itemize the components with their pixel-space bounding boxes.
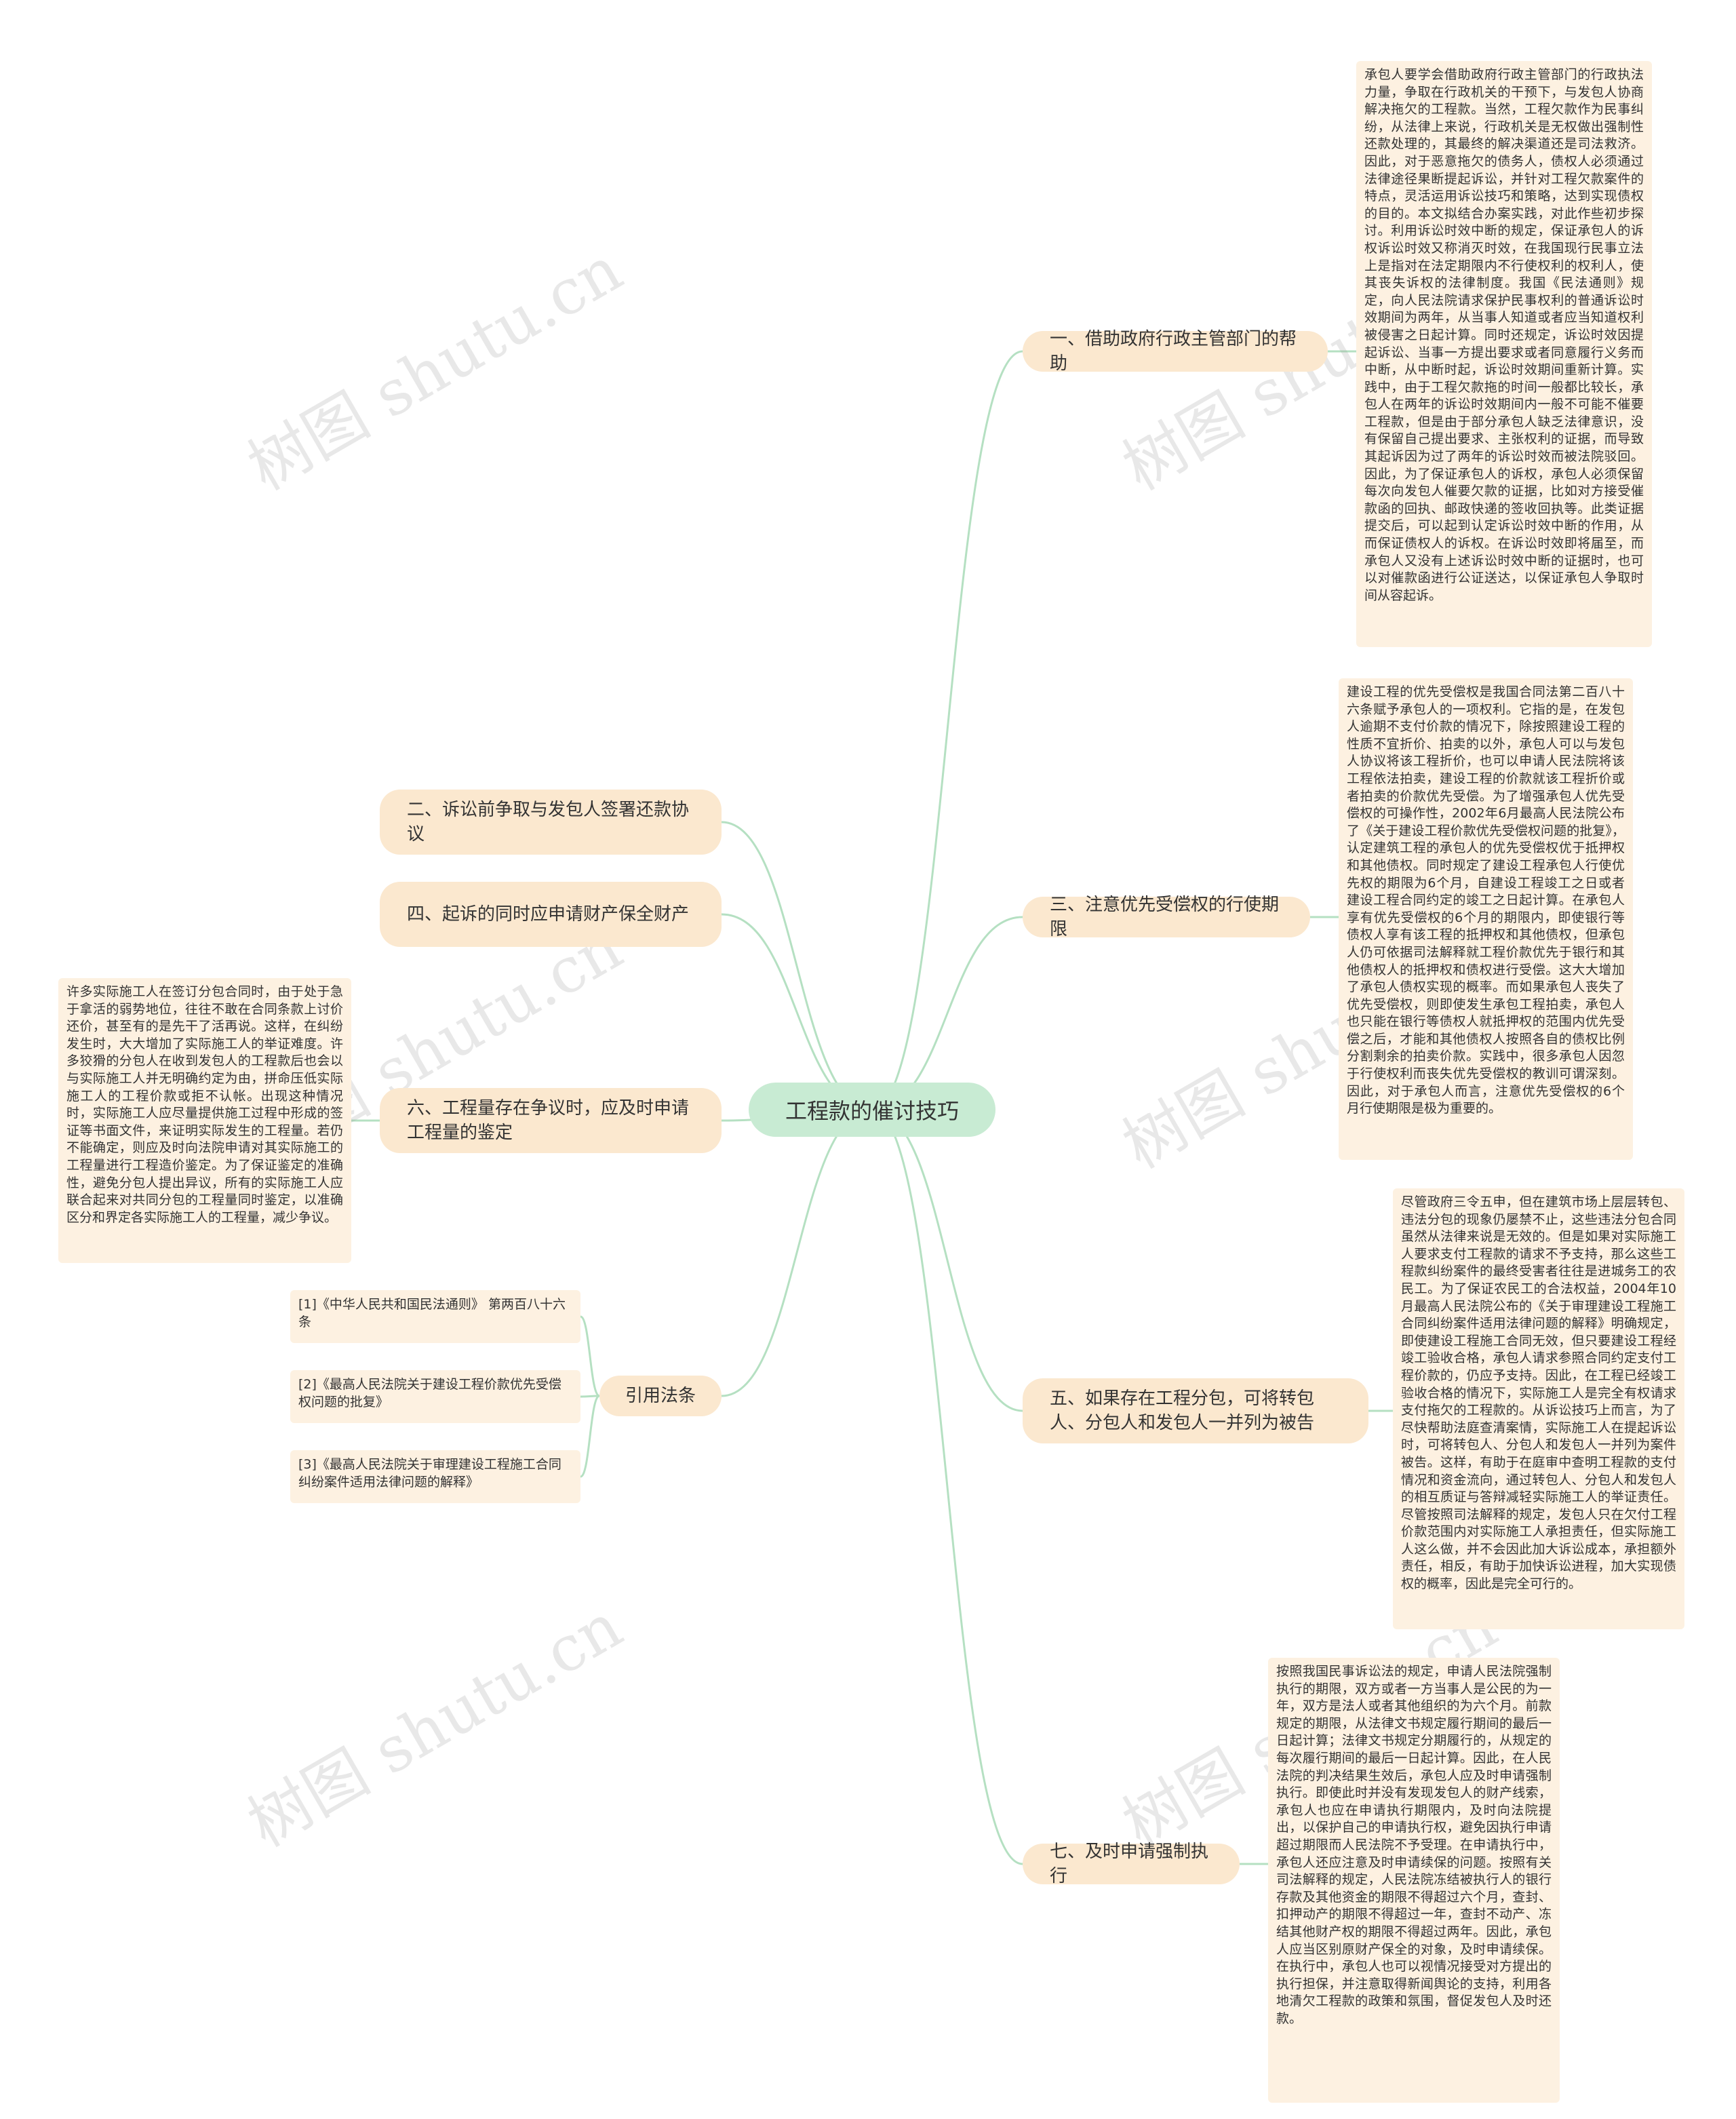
link-branch-2 [721, 821, 873, 1111]
link-ref-2 [580, 1395, 600, 1398]
ref-3[interactable]: [3]《最高人民法院关于审理建设工程施工合同纠纷案件适用法律问题的解释》 [290, 1450, 580, 1503]
branch-refs[interactable]: 引用法条 [599, 1376, 722, 1416]
ref-1[interactable]: [1]《中华人民共和国民法通则》 第两百八十六条 [290, 1290, 580, 1343]
link-branch-4 [721, 913, 873, 1111]
branch-1[interactable]: 一、借助政府行政主管部门的帮助 [1023, 329, 1328, 374]
note-5: 尽管政府三令五申，但在建筑市场上层层转包、违法分包的现象仍屡禁不止，这些违法分包… [1393, 1188, 1684, 1629]
link-branch-1 [871, 350, 1023, 1111]
branch-7[interactable]: 七、及时申请强制执行 [1023, 1842, 1240, 1886]
note-1: 承包人要学会借助政府行政主管部门的行政执法力量，争取在行政机关的干预下，与发包人… [1356, 61, 1652, 647]
link-branch-5 [871, 1108, 1023, 1412]
link-ref-3 [580, 1395, 600, 1478]
note-6: 许多实际施工人在签订分包合同时，由于处于急于拿活的弱势地位，往往不敢在合同条款上… [58, 978, 351, 1263]
note-7: 按照我国民事诉讼法的规定，申请人民法院强制执行的期限，双方或者一方当事人是公民的… [1268, 1658, 1560, 2103]
link-branch-refs [721, 1108, 873, 1397]
branch-2[interactable]: 二、诉讼前争取与发包人签署还款协议 [380, 790, 722, 855]
link-branch-7 [871, 1108, 1023, 1865]
central-topic[interactable]: 工程款的催讨技巧 [749, 1083, 995, 1137]
ref-2[interactable]: [2]《最高人民法院关于建设工程价款优先受偿权问题的批复》 [290, 1370, 580, 1423]
branch-6[interactable]: 六、工程量存在争议时，应及时申请工程量的鉴定 [380, 1088, 722, 1153]
link-ref-1 [580, 1315, 600, 1397]
branch-3[interactable]: 三、注意优先受偿权的行使期限 [1023, 895, 1310, 939]
branch-5[interactable]: 五、如果存在工程分包，可将转包人、分包人和发包人一并列为被告 [1023, 1378, 1368, 1443]
branch-4[interactable]: 四、起诉的同时应申请财产保全财产 [380, 882, 722, 947]
note-3: 建设工程的优先受偿权是我国合同法第二百八十六条赋予承包人的一项权利。它指的是，在… [1339, 678, 1633, 1160]
